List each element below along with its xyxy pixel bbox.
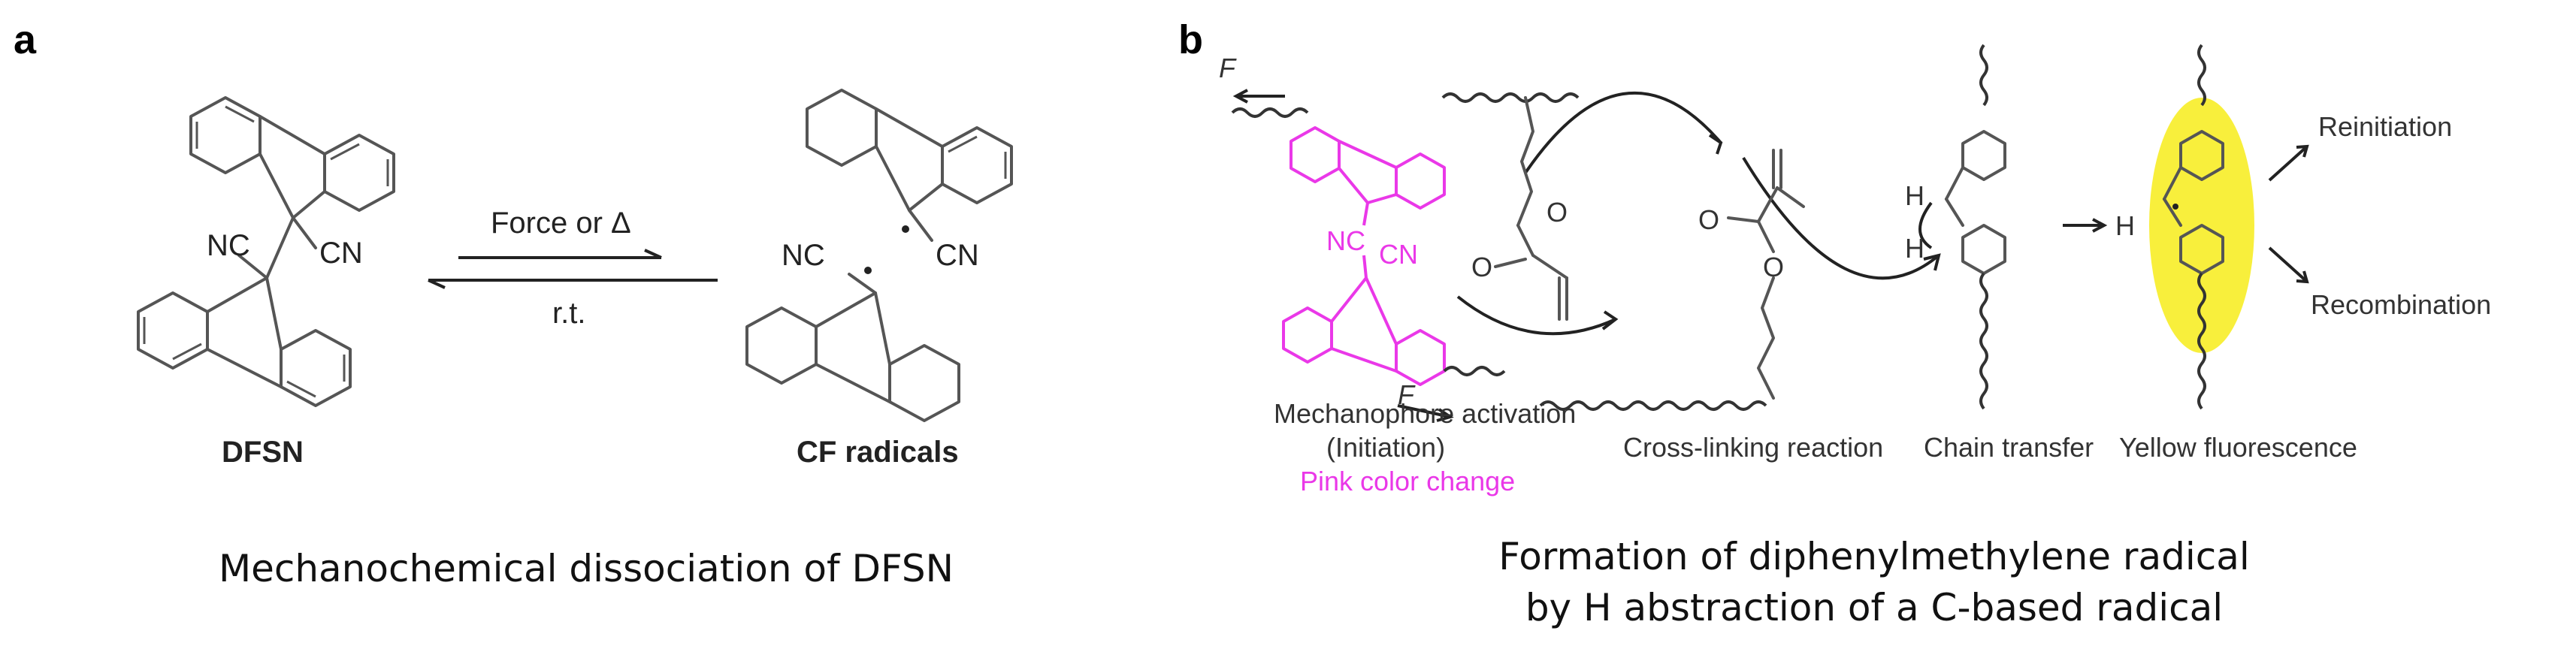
cn-label-dfsn: CN — [319, 237, 363, 270]
step-mechanophore-activation: Mechanophore activation — [1274, 398, 1577, 429]
force-label-top: F — [1219, 53, 1235, 83]
hydrogen-label-radical: H — [2115, 210, 2135, 241]
panel-b-caption-line1: Formation of diphenylmethylene radical — [1498, 535, 2250, 578]
outcome-recombination: Recombination — [2311, 289, 2492, 320]
curved-arrow-1 — [1456, 295, 1616, 336]
nc-label-dfsn: NC — [207, 229, 250, 262]
cn-label-cf: CN — [936, 239, 979, 272]
pink-color-change: Pink color change — [1300, 466, 1516, 496]
dfsn-lower-fluorene — [137, 276, 352, 407]
chain-transfer-structure — [1918, 44, 2006, 410]
panel-b-letter: b — [1178, 17, 1203, 62]
methacrylate-upper — [1441, 92, 1580, 321]
equilibrium-condition-top: Force or Δ — [491, 207, 631, 240]
hydrogen-label-top: H — [1905, 180, 1924, 211]
mechanophore-structure — [1231, 89, 1506, 422]
step-cross-linking: Cross-linking reaction — [1623, 432, 1884, 463]
dfsn-scheme — [137, 89, 1013, 422]
dfsn-upper-fluorene — [189, 96, 395, 219]
radical-mechanism-scheme — [1231, 44, 2309, 422]
step-initiation: (Initiation) — [1326, 432, 1446, 463]
diphenylmethyl-radical — [2149, 44, 2254, 410]
curved-arrow-2 — [1524, 91, 1722, 174]
equilibrium-arrows — [428, 249, 718, 289]
panel-a-caption: Mechanochemical dissociation of DFSN — [218, 547, 954, 590]
arrow-recombination — [2268, 246, 2308, 283]
force-label-bottom: F — [1398, 379, 1414, 410]
panel-b: b — [1172, 0, 2576, 667]
nc-label: NC — [1326, 225, 1365, 256]
panel-b-caption-line2: by H abstraction of a C-based radical — [1525, 586, 2224, 629]
equilibrium-condition-bottom: r.t. — [552, 297, 586, 330]
dfsn-label: DFSN — [222, 436, 304, 469]
panel-a-letter: a — [14, 17, 37, 62]
outcome-reinitiation: Reinitiation — [2318, 111, 2453, 142]
cf-radical-upper — [806, 89, 1013, 242]
arrow-reinitiation — [2268, 145, 2308, 182]
ester-oxygen-1: O — [1547, 197, 1568, 228]
ester-oxygen-4: O — [1763, 252, 1785, 282]
ester-oxygen-2: O — [1471, 252, 1493, 282]
step-chain-transfer: Chain transfer — [1924, 432, 2094, 463]
methacrylate-lower — [1539, 149, 1805, 411]
ester-oxygen-3: O — [1698, 204, 1720, 235]
central-c-c-bond — [265, 216, 295, 279]
hydrogen-label-bottom: H — [1905, 233, 1924, 264]
panel-a: a — [0, 0, 1172, 667]
step-yellow-fluorescence: Yellow fluorescence — [2119, 432, 2357, 463]
cf-radical-lower — [745, 267, 960, 422]
cn-label: CN — [1379, 239, 1418, 270]
nc-label-cf: NC — [782, 239, 825, 272]
cf-radicals-label: CF radicals — [797, 436, 959, 469]
